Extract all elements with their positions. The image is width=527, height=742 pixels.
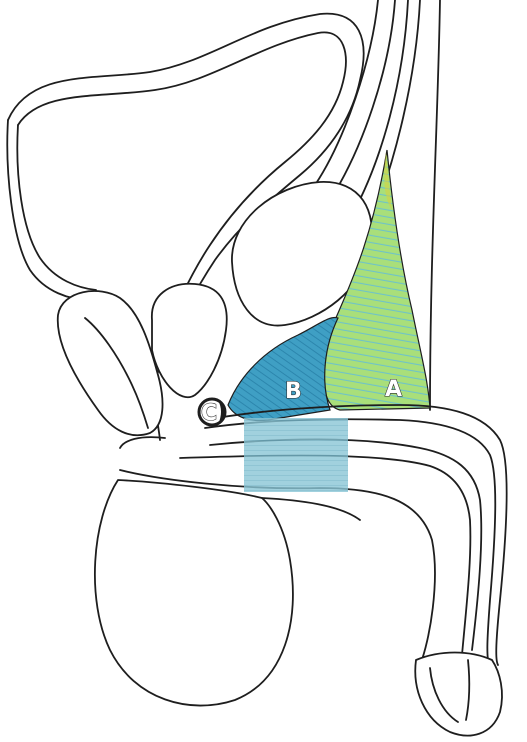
label-c: C bbox=[201, 401, 217, 426]
scrotum bbox=[95, 480, 293, 706]
region-b-fill bbox=[228, 317, 338, 420]
rectum-wall bbox=[430, 0, 440, 410]
pubic-bone bbox=[58, 291, 163, 435]
bladder-wall-inner bbox=[17, 125, 96, 290]
posterior-tube-4 bbox=[372, 0, 420, 220]
bladder-wall bbox=[7, 120, 90, 300]
corpus-upper bbox=[120, 437, 165, 448]
label-a: A bbox=[385, 377, 402, 402]
glans bbox=[415, 653, 502, 736]
prostate bbox=[152, 284, 227, 397]
bulbar-band bbox=[244, 418, 348, 492]
posterior-tube-1 bbox=[315, 0, 378, 185]
label-b: B bbox=[285, 379, 302, 404]
